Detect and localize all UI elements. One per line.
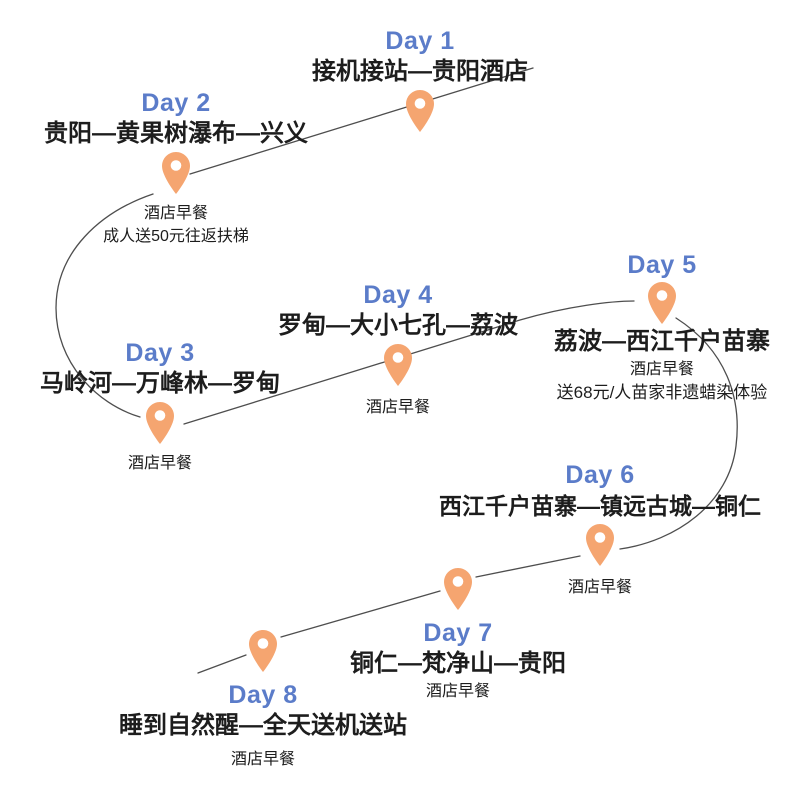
- day-5-title: 荔波—西江千户苗寨: [554, 328, 770, 355]
- day-8-label: Day 8: [228, 681, 298, 709]
- day-3-stop: Day 3 马岭河—万峰林—罗甸 酒店早餐: [40, 338, 280, 475]
- day-4-stop: Day 4 罗甸—大小七孔—荔波 酒店早餐: [278, 280, 518, 419]
- day-1-title: 接机接站—贵阳酒店: [312, 58, 528, 85]
- day-2-stop: Day 2 贵阳—黄果树瀑布—兴义 酒店早餐 成人送50元往返扶梯: [44, 88, 308, 248]
- day-8-stop: Day 8 睡到自然醒—全天送机送站 酒店早餐: [119, 628, 407, 771]
- day-2-note-breakfast: 酒店早餐: [143, 205, 208, 222]
- day-1-stop: Day 1 接机接站—贵阳酒店: [312, 26, 528, 134]
- day-7-note-breakfast: 酒店早餐: [425, 683, 490, 700]
- map-pin-icon: [648, 282, 676, 324]
- day-7-stop: Day 7 铜仁—梵净山—贵阳 酒店早餐: [350, 566, 566, 703]
- day-7-label: Day 7: [423, 619, 493, 647]
- day-3-note-breakfast: 酒店早餐: [127, 455, 192, 472]
- day-4-note-breakfast: 酒店早餐: [365, 399, 430, 416]
- route-segment-day1-day2: [189, 67, 534, 175]
- map-pin-icon: [146, 402, 174, 444]
- map-pin-icon: [406, 90, 434, 132]
- day-7-title: 铜仁—梵净山—贵阳: [350, 650, 566, 677]
- map-pin-icon: [162, 152, 190, 194]
- map-pin-icon: [444, 568, 472, 610]
- route-segment-day2-day3: [55, 193, 154, 418]
- day-6-note-breakfast: 酒店早餐: [567, 579, 632, 596]
- day-4-label: Day 4: [363, 281, 433, 309]
- day-6-label: Day 6: [565, 461, 635, 489]
- map-pin-icon: [384, 344, 412, 386]
- route-segment-day3-day5: [183, 300, 635, 425]
- day-5-label: Day 5: [627, 251, 697, 279]
- day-5-stop: Day 5 荔波—西江千户苗寨 酒店早餐 送68元/人苗家非遗蜡染体验: [554, 250, 770, 404]
- day-6-title: 西江千户苗寨—镇远古城—铜仁: [439, 493, 761, 519]
- map-pin-icon: [249, 630, 277, 672]
- day-3-title: 马岭河—万峰林—罗甸: [40, 370, 280, 397]
- day-2-note-promo: 成人送50元往返扶梯: [103, 228, 249, 245]
- day-3-label: Day 3: [125, 339, 195, 367]
- route-segment-day7-day8: [280, 590, 441, 638]
- map-pin-icon: [586, 524, 614, 566]
- route-segment-day6-day7: [475, 555, 581, 578]
- day-5-note-breakfast: 酒店早餐: [629, 361, 694, 378]
- day-8-note-breakfast: 酒店早餐: [230, 751, 295, 768]
- day-5-note-promo: 送68元/人苗家非遗蜡染体验: [556, 383, 768, 402]
- day-2-title: 贵阳—黄果树瀑布—兴义: [44, 120, 308, 147]
- route-segment-day5-day6: [619, 317, 738, 550]
- day-2-label: Day 2: [141, 89, 211, 117]
- day-4-title: 罗甸—大小七孔—荔波: [278, 312, 518, 339]
- day-1-label: Day 1: [385, 27, 455, 55]
- route-segment-day8-tail: [197, 654, 247, 674]
- day-6-stop: Day 6 西江千户苗寨—镇远古城—铜仁 酒店早餐: [439, 460, 761, 599]
- day-8-title: 睡到自然醒—全天送机送站: [119, 712, 407, 739]
